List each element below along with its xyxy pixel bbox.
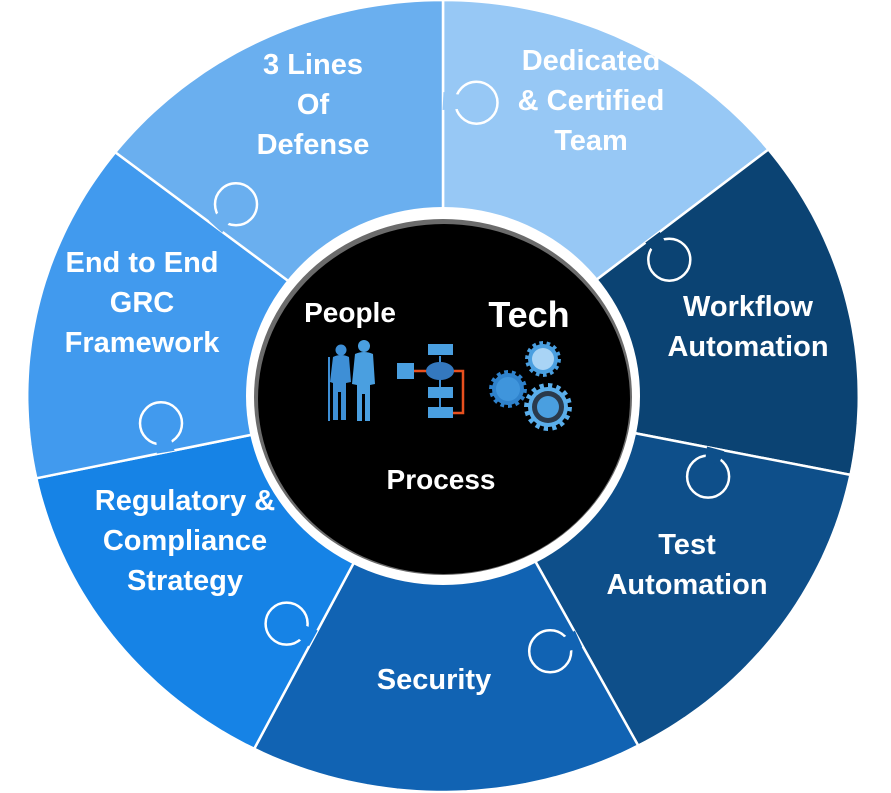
- people-silhouette-icon: [328, 340, 375, 421]
- hub-background: [258, 224, 630, 574]
- segment-label-regulatory-compliance-strategy: Compliance: [103, 525, 267, 557]
- segment-regulatory-compliance-strategy: [25, 150, 321, 480]
- center-hub: People Tech Process: [246, 207, 640, 585]
- segment-label-dedicated-certified-team: Team: [554, 125, 628, 157]
- puzzle-neck-regulatory-compliance-strategy: [156, 436, 175, 454]
- puzzle-neck-workflow-automation: [705, 446, 725, 465]
- puzzle-knob-test-automation: [527, 629, 573, 674]
- segment-label-regulatory-compliance-strategy: Regulatory &: [95, 485, 276, 517]
- segment-label-test-automation: Automation: [606, 569, 767, 601]
- tech-gears-icon: [489, 341, 572, 431]
- knobs-layer: [138, 80, 731, 674]
- segment-label-test-automation: Test: [658, 529, 716, 561]
- segment-label-three-lines-of-defense: 3 Lines: [263, 49, 363, 81]
- process-flowchart-icon: [397, 344, 465, 418]
- segment-label-dedicated-certified-team: Dedicated: [522, 45, 661, 77]
- gear-hub: [532, 348, 554, 370]
- segment-label-workflow-automation: Workflow: [683, 291, 813, 323]
- segment-label-three-lines-of-defense: Defense: [257, 129, 370, 161]
- puzzle-neck-end-to-end-grc-framework: [208, 210, 231, 233]
- gear-hub: [496, 377, 520, 401]
- segment-label-three-lines-of-defense: Of: [297, 89, 330, 121]
- puzzle-knob-security: [264, 601, 309, 646]
- puzzle-neck-security: [296, 624, 318, 647]
- puzzle-neck-dedicated-certified-team: [645, 231, 667, 253]
- hub-label-tech: Tech: [488, 294, 569, 335]
- puzzle-neck-three-lines-of-defense: [442, 92, 461, 110]
- puzzle-knob-workflow-automation: [685, 454, 731, 499]
- puzzle-knob-regulatory-compliance-strategy: [138, 401, 184, 446]
- segment-label-end-to-end-grc-framework: GRC: [110, 287, 175, 319]
- segment-test-automation: [252, 527, 640, 793]
- gear-center: [537, 396, 559, 418]
- segment-label-end-to-end-grc-framework: End to End: [65, 247, 218, 279]
- segment-label-workflow-automation: Automation: [667, 331, 828, 363]
- segment-label-security: Security: [377, 664, 491, 696]
- puzzle-knob-three-lines-of-defense: [454, 80, 499, 125]
- hub-label-people: People: [304, 297, 396, 328]
- hub-label-process: Process: [387, 464, 496, 495]
- puzzle-knob-end-to-end-grc-framework: [213, 182, 259, 227]
- segment-label-end-to-end-grc-framework: Framework: [65, 327, 221, 359]
- puzzle-neck-test-automation: [561, 630, 583, 652]
- segment-label-dedicated-certified-team: & Certified: [518, 85, 665, 117]
- segment-label-regulatory-compliance-strategy: Strategy: [127, 565, 243, 597]
